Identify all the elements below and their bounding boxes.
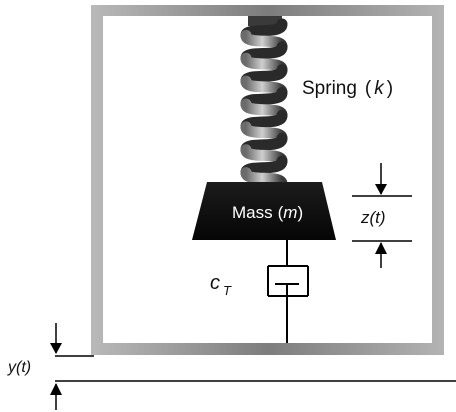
spring	[240, 16, 288, 190]
base-displacement-marker	[50, 323, 456, 410]
spring-coil-front	[240, 98, 288, 121]
spring-coil-front	[240, 121, 288, 144]
spring-coil-front	[240, 75, 288, 99]
spring-coil-front	[240, 52, 288, 76]
spring-coil-front	[240, 167, 288, 190]
relative-displacement-label: z(t)	[360, 208, 386, 227]
damper	[267, 240, 309, 343]
spring-label: Spring(k)	[302, 78, 393, 99]
spring-coil-front	[240, 144, 288, 167]
mass-block	[192, 182, 336, 240]
spring-coil-front	[240, 29, 288, 53]
relative-displacement-marker	[352, 163, 412, 268]
mass-label: Mass(m)	[232, 203, 303, 222]
base-displacement-label: y(t)	[7, 359, 31, 376]
